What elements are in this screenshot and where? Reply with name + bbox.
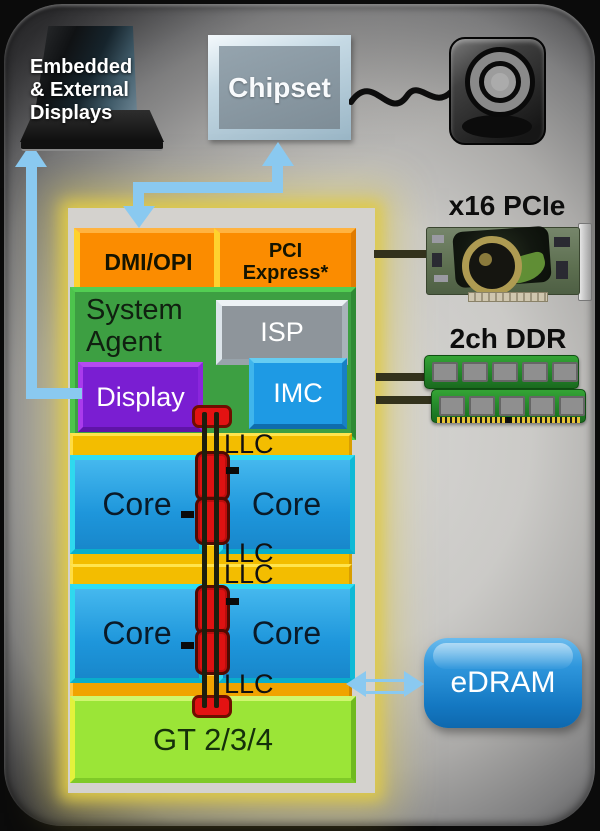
dimm-chip — [552, 362, 578, 382]
ring-cap-top — [192, 405, 232, 428]
ring-segment-4 — [195, 629, 230, 675]
ring-bus-line-left — [202, 412, 207, 708]
gpu-link-line — [374, 250, 426, 258]
ring-segment-2 — [195, 497, 230, 545]
gt-graphics-label: GT 2/3/4 — [152, 721, 274, 757]
display-box: Display — [78, 362, 203, 432]
dimm-chip — [439, 396, 465, 416]
core-label: Core — [102, 615, 172, 651]
laptop-base — [20, 110, 164, 142]
gpu-chip — [554, 237, 570, 247]
webcam-cable — [349, 87, 453, 107]
ring-stop-1 — [226, 467, 239, 474]
dimm-chip — [529, 396, 555, 416]
gpu-fan — [462, 236, 522, 296]
ddr-link-line-1 — [376, 373, 426, 381]
chipset-arrow-head-up — [262, 142, 294, 166]
dimm-chip — [469, 396, 495, 416]
gpu-bracket — [578, 223, 592, 301]
dimm-chip — [432, 362, 458, 382]
core-box-1: Core — [70, 455, 204, 554]
pci-express-label: PCI Express* — [242, 239, 329, 284]
dmi-opi-label: DMI/OPI — [104, 248, 193, 275]
llc-label-2: LLC — [224, 538, 274, 568]
core-box-2: Core — [218, 455, 355, 554]
isp-box: ISP — [216, 300, 348, 365]
gpu-edge-connector — [468, 292, 548, 302]
core-label: Core — [102, 486, 172, 522]
edram-arrow-shaft — [362, 679, 408, 694]
edram-label: eDRAM — [450, 666, 556, 699]
imc-label: IMC — [273, 378, 323, 408]
displays-label: Embedded & External Displays — [30, 56, 133, 125]
imc-box: IMC — [249, 358, 347, 429]
ring-bus-line-right — [214, 412, 219, 708]
edram-arrow-head-left — [346, 671, 366, 697]
dimm-chip — [462, 362, 488, 382]
ring-stop-2 — [181, 511, 194, 518]
core-label: Core — [251, 615, 322, 651]
dmi-arrow-head-down — [123, 206, 155, 228]
webcam-lens-mid — [479, 61, 521, 103]
chipset-label: Chipset — [228, 71, 331, 103]
edram-arrow-head-right — [404, 671, 424, 697]
display-arrow-vertical — [26, 165, 37, 393]
dmi-arrow-v1 — [133, 182, 144, 208]
memory-dimm-icon — [431, 389, 586, 423]
edram-gloss — [433, 643, 573, 669]
chipset-inner: Chipset — [219, 46, 340, 129]
llc-label-4: LLC — [224, 669, 274, 699]
display-label: Display — [96, 381, 185, 412]
gpu-chip — [432, 235, 444, 243]
dimm-notch — [505, 417, 512, 423]
webcam-icon — [449, 37, 546, 145]
display-arrow-horizontal — [26, 388, 82, 399]
llc-label-3: LLC — [224, 559, 274, 589]
laptop-lip — [21, 140, 163, 151]
pcie-external-label: x16 PCIe — [448, 190, 566, 221]
core-label: Core — [251, 486, 322, 522]
dimm-chip — [522, 362, 548, 382]
ddr-link-line-2 — [376, 396, 433, 404]
core-box-3: Core — [70, 584, 204, 683]
chipset-box: Chipset — [208, 35, 351, 140]
laptop-icon — [35, 26, 137, 112]
gpu-chip — [434, 275, 448, 282]
dimm-chip — [559, 396, 585, 416]
memory-dimm-icon — [424, 355, 579, 389]
dimm-chip — [499, 396, 525, 416]
pci-express-box: PCI Express* — [214, 228, 356, 297]
webcam-stand — [462, 115, 532, 138]
edram-box: eDRAM — [424, 638, 582, 728]
dmi-arrow-horizontal — [133, 182, 283, 193]
graphics-card-icon — [424, 221, 592, 305]
gpu-chip — [432, 253, 442, 267]
webcam-lens-outer — [465, 47, 535, 117]
dimm-chip — [492, 362, 518, 382]
dmi-arrow-v2 — [272, 164, 283, 193]
gpu-fan-hub — [479, 253, 492, 266]
dmi-opi-box: DMI/OPI — [74, 228, 222, 297]
ring-stop-4 — [181, 642, 194, 649]
ring-segment-3 — [195, 585, 230, 634]
llc-label-1: LLC — [224, 429, 274, 459]
gpu-chip — [556, 261, 568, 279]
ring-stop-3 — [226, 598, 239, 605]
webcam-lens-center — [491, 73, 509, 91]
ddr-label: 2ch DDR — [449, 323, 567, 354]
system-agent-label: System Agent — [86, 294, 183, 359]
isp-label: ISP — [260, 317, 304, 347]
